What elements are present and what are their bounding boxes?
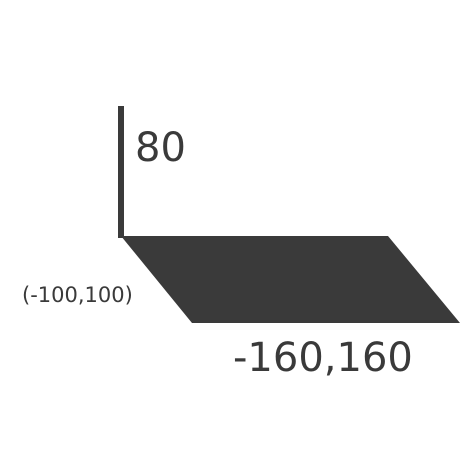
- origin-label: (-100,100): [22, 283, 133, 307]
- width-label: -160,160: [233, 335, 413, 381]
- height-line: [118, 106, 124, 238]
- height-label: 80: [135, 125, 186, 171]
- base-parallelogram: [121, 236, 460, 323]
